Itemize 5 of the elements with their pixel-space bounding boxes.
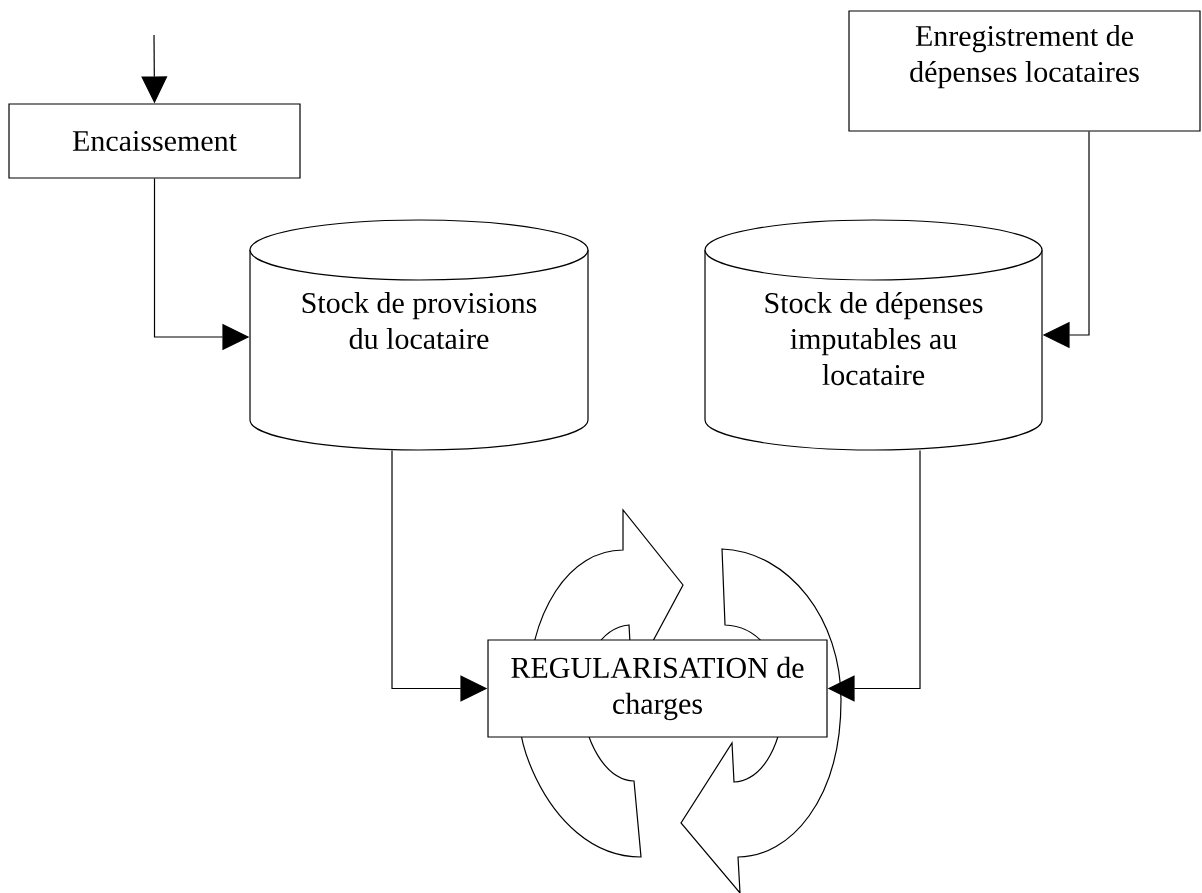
database-cylinder: Stock de provisions du locataire [249,219,589,451]
process-box: REGULARISATION de charges [487,639,828,738]
process-box: Encaissement [8,103,301,179]
database-cylinder: Stock de dépenses imputables au locataire [704,219,1043,451]
process-box: Enregistrement de dépenses locataires [848,10,1201,132]
